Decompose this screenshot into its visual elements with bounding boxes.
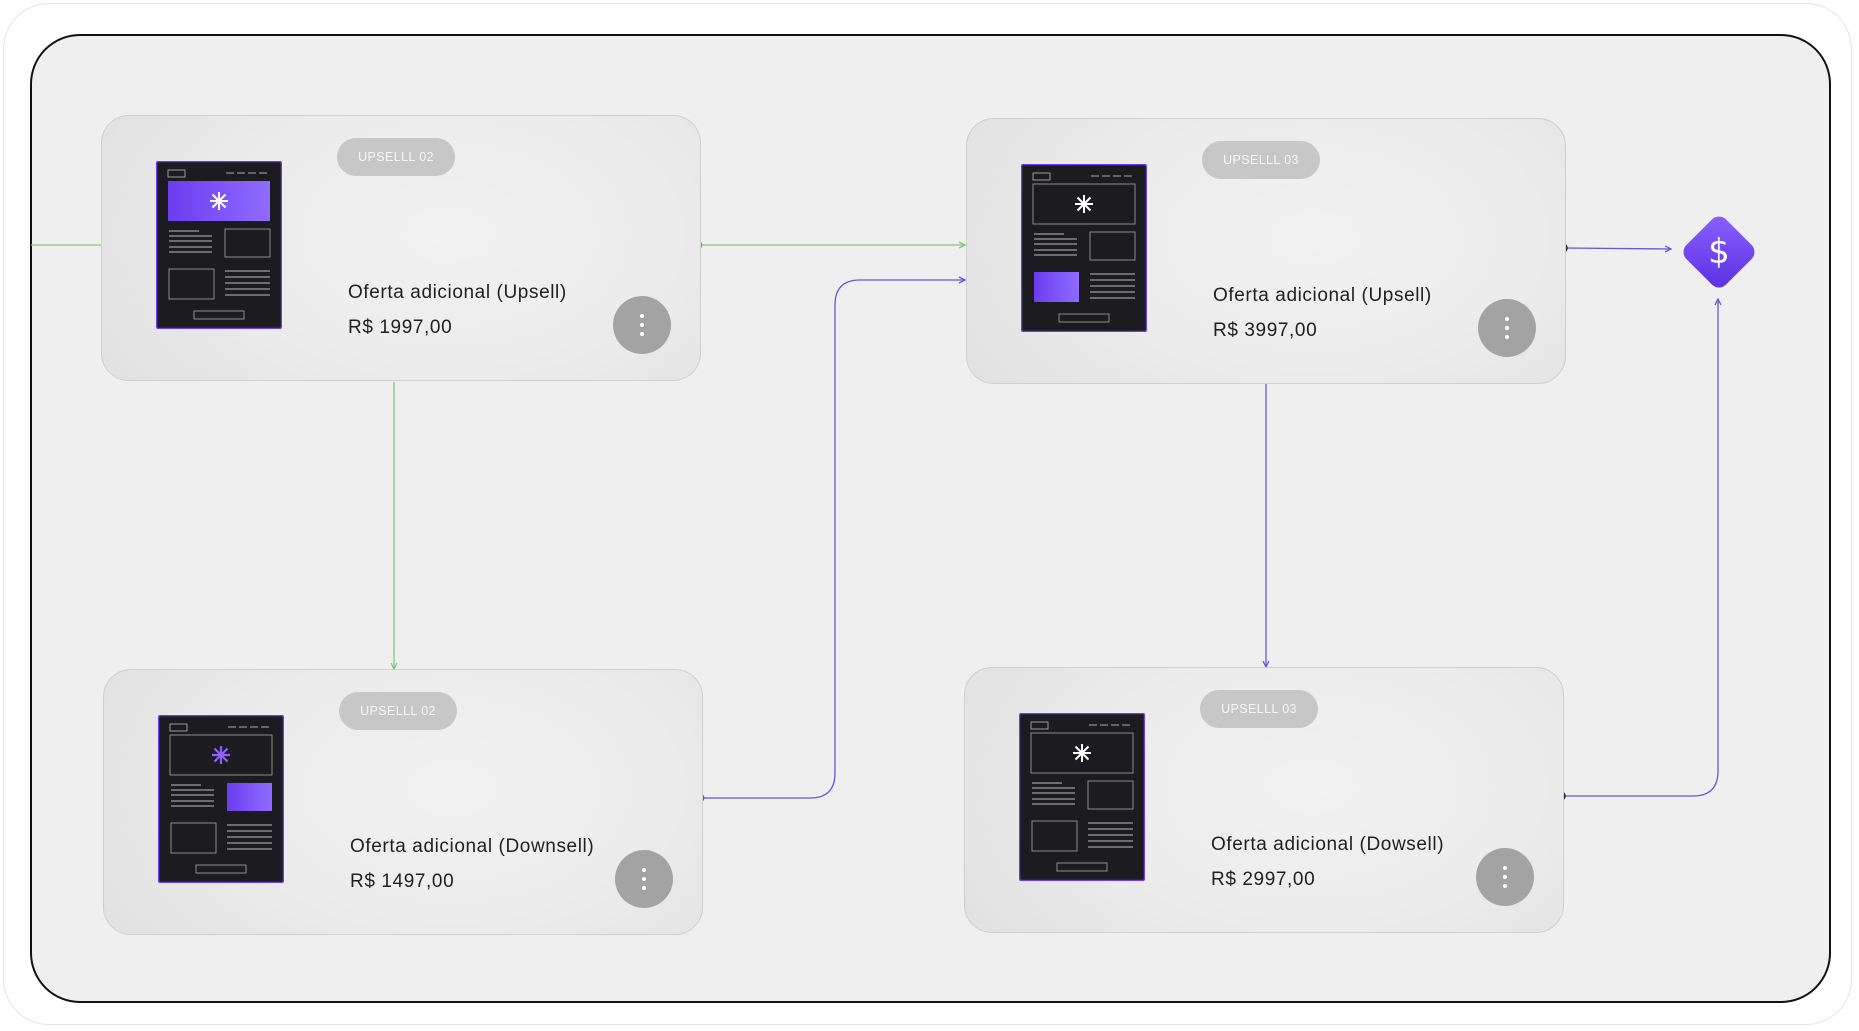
step-badge: UPSELLL 03 (1202, 141, 1320, 179)
offer-title: Oferta adicional (Dowsell) (1211, 834, 1445, 855)
more-vertical-icon[interactable] (615, 850, 673, 908)
offer-card-downsell-03[interactable]: UPSELLL 03 Oferta adicional (Dowsell) R$… (964, 667, 1564, 933)
offer-title: Oferta adicional (Downsell) (350, 836, 595, 857)
more-vertical-icon[interactable] (1476, 848, 1534, 906)
offer-card-upsell-03[interactable]: UPSELLL 03 Oferta adicional (Upsell) R$ … (966, 118, 1566, 384)
offer-price: R$ 3997,00 (1213, 320, 1318, 341)
offer-title: Oferta adicional (Upsell) (1213, 285, 1432, 306)
page-thumbnail-icon (1019, 713, 1145, 881)
page-thumbnail-icon (1021, 164, 1147, 332)
step-badge: UPSELLL 02 (337, 138, 455, 176)
step-badge: UPSELLL 03 (1200, 690, 1318, 728)
checkout-symbol: $ (1708, 232, 1730, 272)
page-thumbnail-icon (156, 161, 282, 329)
checkout-node[interactable]: $ (1672, 205, 1766, 299)
more-vertical-icon[interactable] (613, 296, 671, 354)
offer-title: Oferta adicional (Upsell) (348, 282, 567, 303)
offer-price: R$ 1997,00 (348, 317, 453, 338)
dollar-icon (1683, 216, 1755, 288)
downsell-connector-1[interactable] (700, 280, 965, 799)
downsell-connector-2[interactable] (1561, 299, 1718, 797)
offer-card-downsell-02[interactable]: UPSELLL 02 Oferta adicional (Downsell) R… (103, 669, 703, 935)
page-thumbnail-icon (158, 715, 284, 883)
offer-price: R$ 1497,00 (350, 871, 455, 892)
step-badge: UPSELLL 02 (339, 692, 457, 730)
offer-price: R$ 2997,00 (1211, 869, 1316, 890)
offer-card-upsell-02[interactable]: UPSELLL 02 Oferta adicional (Upsell) R$ … (101, 115, 701, 381)
accept-connector-2[interactable] (1562, 248, 1671, 249)
more-vertical-icon[interactable] (1478, 299, 1536, 357)
